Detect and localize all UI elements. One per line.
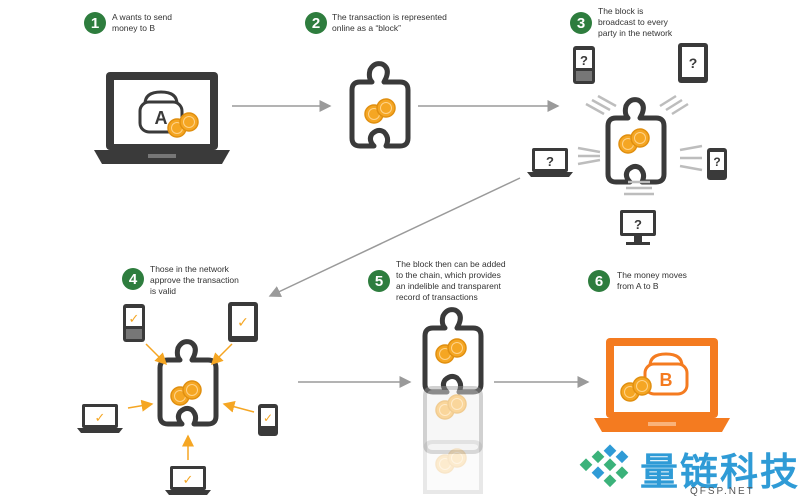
approval-arrows (127, 343, 255, 460)
puzzle-piece-icon (352, 64, 408, 146)
puzzle-piece-icon (608, 100, 664, 182)
phone-icon (707, 148, 727, 180)
phone-icon (573, 46, 595, 84)
brand-logo-icon (579, 444, 629, 488)
brand-name-cn: 量链科技 (640, 450, 800, 494)
phone-icon (123, 304, 145, 342)
broadcast-waves (577, 94, 703, 196)
step-4-caption: Those in the network approve the transac… (150, 264, 239, 296)
phone-icon (258, 404, 278, 436)
step-2-badge: 2 (305, 12, 327, 34)
checkmark-icon: ✓ (263, 411, 273, 425)
unknown-mark: ? (546, 154, 554, 169)
monitor-icon (620, 210, 656, 245)
step-4-badge: 4 (122, 268, 144, 290)
step-1-caption: A wants to send money to B (112, 12, 173, 33)
laptop-icon (165, 466, 211, 495)
checkmark-icon: ✓ (129, 311, 140, 326)
wallet-a-letter: A (155, 108, 168, 128)
step-1-badge: 1 (84, 12, 106, 34)
brand-name-en: QFSP.NET (690, 486, 755, 497)
unknown-mark: ? (580, 53, 588, 68)
chain-block-faded (423, 386, 483, 454)
tablet-icon (678, 43, 708, 83)
laptop-icon (77, 404, 123, 433)
step-6-caption: The money moves from A to B (617, 270, 687, 291)
wallet-icon (643, 352, 689, 396)
laptop-icon (527, 148, 573, 177)
step-3-badge: 3 (570, 12, 592, 34)
checkmark-icon: ✓ (183, 472, 194, 487)
puzzle-piece-icon (160, 342, 216, 424)
step-6-badge: 6 (588, 270, 610, 292)
wallet-b-letter: B (660, 370, 673, 390)
step-2-caption: The transaction is represented online as… (332, 12, 447, 33)
unknown-mark: ? (634, 217, 642, 232)
checkmark-icon: ✓ (237, 314, 249, 330)
arrow-icon (268, 177, 521, 297)
step-5-badge: 5 (368, 270, 390, 292)
step-3-caption: The block is broadcast to every party in… (598, 6, 673, 38)
puzzle-piece-icon (425, 310, 481, 392)
step-5-caption: The block then can be added to the chain… (396, 259, 506, 302)
checkmark-icon: ✓ (95, 410, 106, 425)
unknown-mark: ? (689, 55, 698, 71)
tablet-icon (228, 302, 258, 342)
chain-block-faded (423, 440, 483, 494)
unknown-mark: ? (713, 155, 720, 169)
